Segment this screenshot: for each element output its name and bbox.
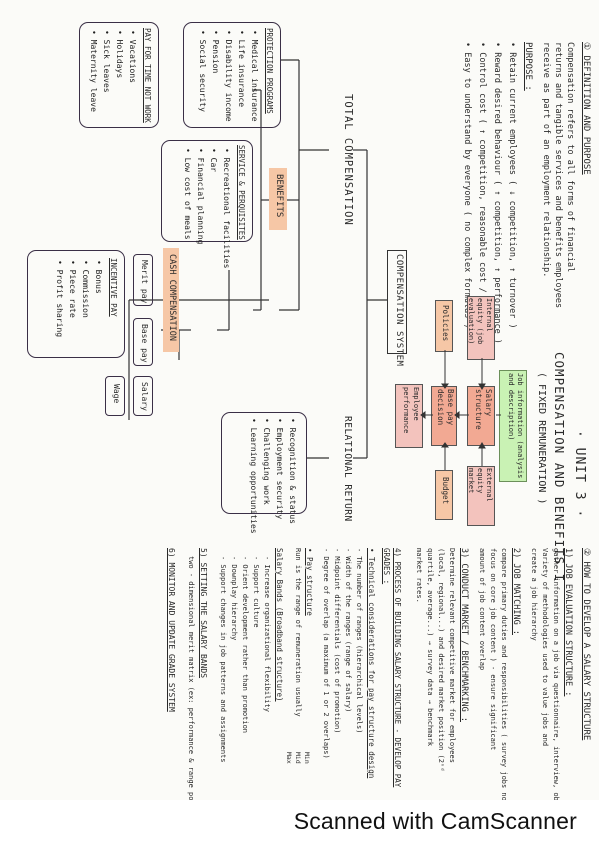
- step-1-line-3: create a job hierarchy: [530, 548, 538, 641]
- incentive-pay-title: INCENTIVE PAY: [109, 258, 118, 317]
- cash-compensation-label: CASH COMPENSATION: [167, 254, 177, 341]
- step-4-title: 4) PROCESS OF BUILDING SALARY STRUCTURE …: [382, 548, 402, 788]
- service-item: Car: [207, 148, 220, 268]
- notebook-page-rotated: ① DEFINITION AND PURPOSE Compensation re…: [0, 0, 599, 800]
- incentive-item: Commission: [79, 260, 92, 337]
- step-5-title: 5) SETTING THE SALARY BANDS: [199, 548, 208, 679]
- step-2-line-3: amount of job content overlap: [478, 548, 486, 671]
- step-4-line-4: - Degree of overlap (a maximum of 1 or 2…: [322, 548, 330, 759]
- minmax-min: Min: [303, 752, 311, 764]
- service-perquisites-title: SERVICE & PERQUISITES: [237, 145, 246, 240]
- protection-item: Life insurance: [235, 30, 248, 122]
- incentive-item: Bonus: [92, 260, 105, 337]
- step-2-line-1: compare primary duties and responsibilit…: [500, 548, 508, 800]
- broadband-line-4: - Downplay hierarchy: [230, 556, 238, 641]
- step-4-line-1: - The number of ranges (hierarchical lev…: [355, 548, 363, 734]
- step-3-title: 3) CONDUCT MARKET / BENCHMARKING :: [459, 548, 469, 722]
- step-3-line-3: quartile, average...) → survey data → be…: [426, 548, 434, 747]
- pay-time-not-work-list: Vacations Holidays Sick leaves Maternity…: [87, 30, 139, 112]
- step-4-subtitle: • Technical considerations for pay struc…: [367, 548, 376, 779]
- protection-item: Disability income: [222, 30, 235, 122]
- minmax-mid: Mid: [294, 752, 302, 764]
- step-3-line-1: Determine relevant competitive market fo…: [448, 548, 456, 763]
- relational-item: Challenging work: [260, 418, 273, 534]
- service-item: Low cost of meals: [181, 148, 194, 268]
- step-1-line-1: gather information on a job via question…: [552, 548, 560, 800]
- flow-arrows: [128, 59, 501, 470]
- scanner-watermark-text: Scanned with CamScanner: [293, 808, 577, 834]
- salary-structure-section-title: ② HOW TO DEVELOP A SALARY STRUCTURE: [581, 548, 591, 741]
- scanned-page: ① DEFINITION AND PURPOSE Compensation re…: [0, 0, 599, 800]
- service-item: Financial planning: [194, 148, 207, 268]
- relational-item: Employment security: [273, 418, 286, 534]
- service-perquisites-list: Recreational facilities Car Financial pl…: [181, 148, 233, 269]
- step-3-line-4: market rates.: [415, 548, 423, 603]
- step-3-line-2: (local, regional...) and desired market …: [437, 548, 445, 772]
- incentive-pay-list: Bonus Commission Piece rate Profit shari…: [53, 260, 105, 337]
- broadband-line-3: - Orient development rather than promoti…: [241, 556, 249, 734]
- step-2-line-2: focus on core job content ) - ensure sig…: [489, 548, 497, 751]
- pay-time-item: Sick leaves: [100, 30, 113, 112]
- relational-item: Learning opportunities: [247, 418, 260, 534]
- incentive-item: Profit sharing: [53, 260, 66, 337]
- step-1-line-2: Variety of methodologies used to value j…: [541, 548, 549, 747]
- step-6-title: 6) MONITOR AND UPDATE GRADE SYSTEM: [167, 548, 176, 712]
- pay-time-item: Holidays: [113, 30, 126, 112]
- total-compensation-label: TOTAL COMPENSATION: [342, 94, 354, 226]
- step-5-line: two - dimensional merit matrix (ex: perf…: [187, 556, 195, 800]
- service-item: Recreational facilities: [220, 148, 233, 269]
- protection-programs-title: PROTECTION PROGRAMS: [265, 28, 274, 114]
- step-2-title: 2) JOB MATCHING :: [511, 548, 521, 635]
- pay-structure-title: • Pay structure: [305, 548, 314, 616]
- incentive-item: Piece rate: [66, 260, 79, 337]
- step-4-line-3: - Midpoint differentials (cost of promot…: [333, 548, 341, 734]
- step-1-title: 1) JOB EVALUATION STRUCTURE :: [563, 548, 573, 697]
- salary-label: Salary: [140, 382, 149, 411]
- broadband-title: Salary Bands (Broadband structure): [275, 548, 284, 702]
- base-pay-label: Base pay: [140, 324, 149, 363]
- relational-return-label: RELATIONAL RETURN: [342, 416, 353, 522]
- broadband-line-2: - Support culture: [252, 556, 260, 628]
- wage-label: Wage: [112, 384, 121, 404]
- protection-item: Pension: [209, 30, 222, 122]
- scanner-footer: Scanned with CamScanner: [0, 800, 599, 848]
- protection-item: Medical insurance: [248, 30, 261, 122]
- broadband-line-1: - Increase organizational flexibility: [263, 556, 271, 712]
- pay-time-item: Maternity leave: [87, 30, 100, 112]
- benefits-label: BENEFITS: [274, 174, 284, 218]
- merit-pay-label: Merit pay: [140, 260, 149, 304]
- pay-time-item: Vacations: [126, 30, 139, 112]
- relational-item: Recognition & status: [286, 418, 299, 534]
- relational-return-list: Recognition & status Employment security…: [247, 418, 299, 534]
- step-4-line-2: - Width of the ranges (range of salary): [344, 548, 352, 713]
- pay-structure-line: Run is the range of remuneration usually: [294, 548, 302, 717]
- protection-item: Social security: [196, 30, 209, 122]
- protection-programs-list: Medical insurance Life insurance Disabil…: [196, 30, 261, 122]
- pay-time-not-work-title: PAY FOR TIME NOT WORK: [143, 28, 152, 123]
- compensation-system-label: COMPENSATION SYSTEM: [394, 254, 404, 367]
- broadband-line-5: - Support changes in job patterns and as…: [219, 556, 227, 763]
- minmax-max: Max: [285, 752, 293, 764]
